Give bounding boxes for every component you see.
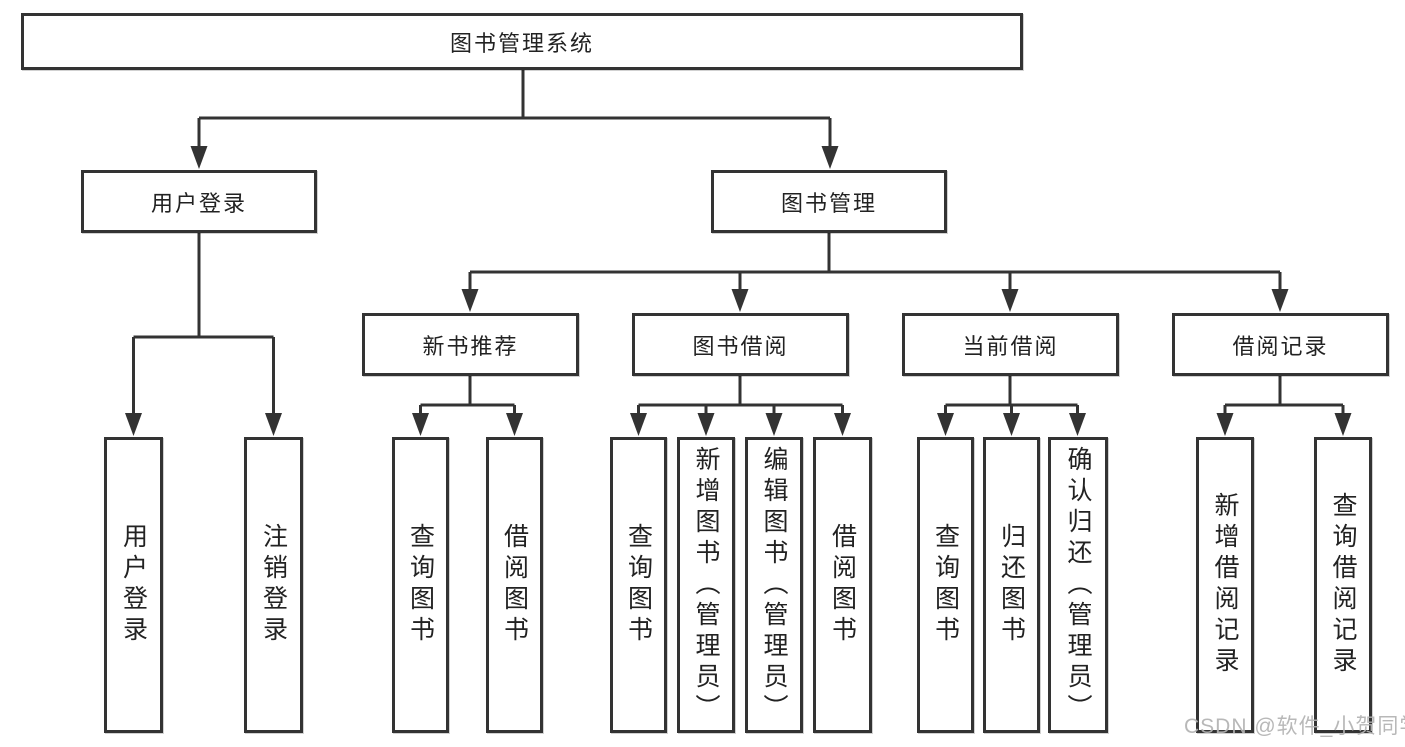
- node-label: 新书推荐: [422, 333, 519, 359]
- leaf-cb-return-books: 归还图书: [983, 437, 1040, 733]
- leaf-label: 编辑图书（管理员）: [760, 445, 788, 725]
- leaf-label: 新增图书（管理员）: [692, 445, 720, 725]
- leaf-label: 归还图书: [997, 523, 1026, 647]
- node-user-login: 用户登录: [81, 170, 317, 233]
- node-new-book-recommend: 新书推荐: [362, 313, 579, 376]
- node-book-management: 图书管理: [711, 170, 947, 233]
- leaf-label: 确认归还（管理员）: [1064, 445, 1092, 725]
- leaf-nbr-query-books: 查询图书: [392, 437, 449, 733]
- leaf-bb-add-books-admin: 新增图书（管理员）: [677, 437, 735, 733]
- node-root-library-system: 图书管理系统: [21, 13, 1023, 70]
- leaf-br-query-record: 查询借阅记录: [1314, 437, 1372, 733]
- leaf-nbr-borrow-books: 借阅图书: [486, 437, 543, 733]
- arrowheads: [125, 146, 1352, 436]
- leaf-bb-edit-books-admin: 编辑图书（管理员）: [745, 437, 803, 733]
- leaf-label: 查询图书: [931, 523, 960, 647]
- node-label: 用户登录: [150, 190, 247, 216]
- node-book-borrow: 图书借阅: [632, 313, 849, 376]
- leaf-label: 注销登录: [259, 523, 288, 647]
- node-borrow-record: 借阅记录: [1172, 313, 1389, 376]
- leaf-label: 新增借阅记录: [1211, 492, 1239, 678]
- leaf-label: 借阅图书: [500, 523, 529, 647]
- leaf-bb-query-books: 查询图书: [610, 437, 667, 733]
- leaf-bb-borrow-books: 借阅图书: [813, 437, 872, 733]
- node-label: 图书管理系统: [449, 30, 594, 56]
- leaf-br-add-record: 新增借阅记录: [1196, 437, 1254, 733]
- leaf-logout: 注销登录: [244, 437, 303, 733]
- leaf-cb-confirm-return-admin: 确认归还（管理员）: [1048, 437, 1108, 733]
- leaf-label: 用户登录: [119, 523, 148, 647]
- node-current-borrow: 当前借阅: [902, 313, 1119, 376]
- csdn-watermark: CSDN @软件_小贺同学: [1184, 715, 1405, 738]
- leaf-label: 查询图书: [624, 523, 653, 647]
- leaf-user-login: 用户登录: [104, 437, 163, 733]
- leaf-label: 查询图书: [406, 523, 435, 647]
- node-label: 当前借阅: [962, 333, 1059, 359]
- leaf-label: 借阅图书: [828, 523, 857, 647]
- tree-edges: [132, 70, 1345, 414]
- node-label: 图书管理: [780, 190, 877, 216]
- node-label: 图书借阅: [692, 333, 789, 359]
- leaf-label: 查询借阅记录: [1329, 492, 1357, 678]
- node-label: 借阅记录: [1232, 333, 1329, 359]
- leaf-cb-query-books: 查询图书: [917, 437, 974, 733]
